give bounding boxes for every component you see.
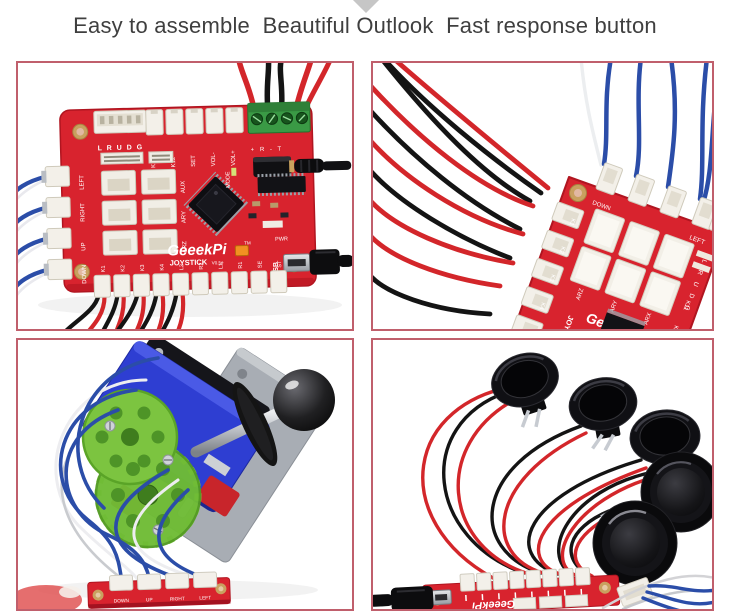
silk-b4: L2 bbox=[179, 264, 185, 270]
board-closeup-illustration: DOWN LEFT L R U D G K11 K12 K1 K2 K3 K4 … bbox=[373, 63, 712, 329]
silk-down: DOWN bbox=[114, 598, 130, 605]
button-connectors bbox=[59, 270, 288, 329]
silk-vol-plus: VOL+ bbox=[231, 150, 237, 166]
right-connector bbox=[601, 574, 712, 609]
silk-down: DOWN bbox=[82, 265, 88, 284]
blurred-foreground bbox=[18, 585, 82, 609]
silk-arx: ARX bbox=[643, 312, 653, 326]
silk-b9: ST bbox=[277, 260, 283, 268]
silk-b8: SE bbox=[257, 260, 263, 268]
photo-encoder-board: L R U D G K11 K12 SET VOL- VOL+ + R - T bbox=[16, 61, 354, 331]
button-wires bbox=[373, 63, 551, 317]
brand-logo: GeeekPi bbox=[167, 241, 227, 260]
mcu-chip bbox=[183, 171, 249, 237]
silk-up: UP bbox=[81, 242, 87, 250]
silk-k2: K2 bbox=[557, 245, 565, 255]
silk-arz: ARZ bbox=[182, 241, 188, 253]
silk-aux: AUX bbox=[181, 181, 187, 193]
silk-b3: K4 bbox=[160, 264, 166, 271]
joystick-wires bbox=[54, 356, 207, 582]
joystick-illustration: DOWN UP RIGHT LEFT bbox=[18, 340, 335, 609]
silk-up: UP bbox=[146, 597, 153, 603]
photo-joystick: DOWN UP RIGHT LEFT bbox=[16, 338, 354, 611]
arcade-button-2 bbox=[568, 377, 638, 452]
analog-connector-grid bbox=[100, 168, 178, 256]
button-edge-connectors bbox=[510, 201, 585, 329]
silk-right: RIGHT bbox=[170, 596, 185, 603]
silk-left: LEFT bbox=[79, 175, 85, 190]
arcade-button-5 bbox=[592, 500, 678, 586]
svg-text:GeeekPi: GeeekPi bbox=[471, 597, 516, 609]
silk-vol-minus: VOL- bbox=[211, 152, 217, 166]
direction-edge-connectors bbox=[595, 162, 712, 243]
silk-arz: ARZ bbox=[576, 288, 586, 302]
direction-connectors bbox=[18, 165, 73, 300]
silk-ary: ARY bbox=[181, 211, 187, 223]
encoder-board-illustration: L R U D G K11 K12 SET VOL- VOL+ + R - T bbox=[18, 63, 352, 329]
direction-wires bbox=[579, 63, 712, 206]
silk-b0: K1 bbox=[101, 265, 107, 272]
soic-chip bbox=[257, 172, 306, 197]
photo-buttons: GeeekPi bbox=[371, 338, 714, 611]
joystick-shaft bbox=[190, 369, 335, 466]
silk-k12: K12 bbox=[171, 156, 177, 167]
encoder-strip: DOWN UP RIGHT LEFT bbox=[87, 571, 231, 609]
silk-left: LEFT bbox=[199, 595, 211, 601]
silk-b1: K2 bbox=[120, 265, 126, 272]
silk-k12: K12 bbox=[669, 324, 679, 329]
silk-b6: L1 bbox=[218, 263, 224, 269]
silk-pwr: PWR bbox=[275, 236, 288, 242]
silk-lrudg: L R U D G bbox=[98, 144, 144, 152]
ball-top bbox=[273, 369, 335, 431]
silk-k1: K1 bbox=[567, 217, 575, 227]
encoder-strip: GeeekPi bbox=[373, 567, 621, 609]
brand-tm: TM bbox=[244, 240, 251, 245]
usb-cable-plug bbox=[309, 249, 352, 275]
encoder-pcb: L R U D G K11 K12 SET VOL- VOL+ + R - T bbox=[18, 63, 352, 329]
silk-right: RIGHT bbox=[80, 203, 86, 222]
micro-usb-with-cable bbox=[373, 585, 452, 609]
silk-ary: ARY bbox=[610, 300, 620, 314]
silk-terminal: + R - T bbox=[251, 146, 284, 153]
lrudg-connector bbox=[93, 109, 147, 134]
silk-k11: K11 bbox=[681, 299, 690, 311]
passive-components bbox=[231, 167, 289, 257]
silk-b5: R2 bbox=[199, 263, 205, 270]
photo-board-closeup: DOWN LEFT L R U D G K11 K12 K1 K2 K3 K4 … bbox=[371, 61, 714, 331]
closeup-pcb: DOWN LEFT L R U D G K11 K12 K1 K2 K3 K4 … bbox=[510, 162, 712, 329]
screw-terminal bbox=[247, 101, 311, 134]
silk-set: SET bbox=[191, 155, 197, 167]
board-model: JOYSTICK bbox=[170, 258, 208, 268]
silk-b7: R1 bbox=[238, 262, 244, 269]
silk-mode: MODE bbox=[225, 171, 231, 188]
mounting-hole-center bbox=[574, 189, 582, 197]
silk-l2: L2 bbox=[528, 328, 536, 329]
pin-headers bbox=[100, 150, 174, 165]
board-rev: V0.5e bbox=[212, 260, 224, 265]
micro-usb-port bbox=[283, 253, 311, 272]
silk-k3: K3 bbox=[547, 273, 555, 283]
silk-k4: K4 bbox=[537, 301, 545, 311]
arcade-button-1 bbox=[491, 352, 559, 428]
buttons-illustration: GeeekPi bbox=[373, 352, 712, 609]
silk-b2: K3 bbox=[140, 264, 146, 271]
top-connectors bbox=[145, 107, 244, 136]
page-title: Easy to assemble Beautiful Outlook Fast … bbox=[73, 13, 657, 38]
silk-usb: USB bbox=[273, 262, 280, 277]
button-wires bbox=[421, 383, 659, 580]
analog-grid: ARZ ARY ARX bbox=[569, 208, 712, 326]
audio-jack bbox=[253, 156, 352, 178]
mcu-corner bbox=[600, 308, 646, 329]
brand-logo-flipped: GeeekPi bbox=[471, 597, 516, 609]
